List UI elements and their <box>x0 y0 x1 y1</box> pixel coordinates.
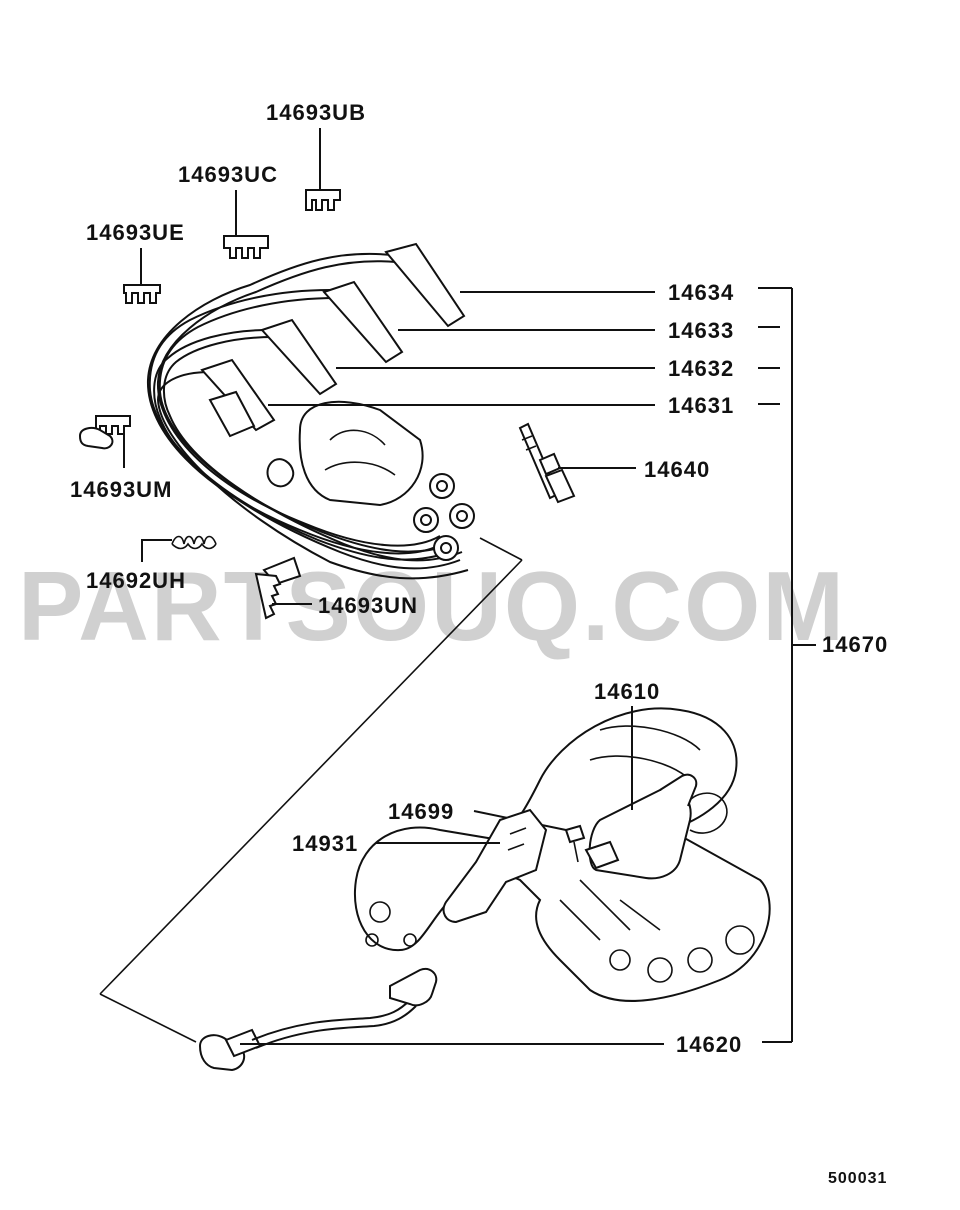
label-14620: 14620 <box>676 1032 742 1057</box>
bracket-14931-illustration <box>376 808 548 924</box>
assembly-bracket-14670 <box>758 287 816 1043</box>
label-14632: 14632 <box>668 356 734 381</box>
label-14693uc: 14693UC <box>178 162 278 187</box>
relation-lines <box>99 537 523 1043</box>
label-14610: 14610 <box>594 679 660 704</box>
clamp-14692uh-illustration <box>141 535 217 562</box>
bracket-14693un-illustration <box>254 556 312 620</box>
diagram-code: 500031 <box>828 1170 887 1187</box>
ignition-cable-14620-illustration <box>198 968 664 1072</box>
spark-plug-illustration <box>518 422 636 504</box>
clamp-14693ub-illustration <box>305 128 341 211</box>
label-14699: 14699 <box>388 799 454 824</box>
ignition-coil-illustration <box>584 706 728 880</box>
clamp-14693um-illustration <box>78 415 131 468</box>
clamp-14693uc-illustration <box>223 190 269 259</box>
label-14931: 14931 <box>292 831 358 856</box>
label-14670: 14670 <box>822 632 888 657</box>
intake-manifold-illustration <box>353 707 771 1002</box>
clamp-14693ue-illustration <box>123 248 161 304</box>
label-14633: 14633 <box>668 318 734 343</box>
label-14693ue: 14693UE <box>86 220 185 245</box>
watermark: PARTSOUQ.COM <box>18 551 846 661</box>
spark-plug-cables-illustration <box>146 242 475 580</box>
label-14692uh: 14692UH <box>86 568 186 593</box>
label-14634: 14634 <box>668 280 734 305</box>
label-14693ub: 14693UB <box>266 100 366 125</box>
distributor-illustration <box>208 390 424 507</box>
label-14640: 14640 <box>644 457 710 482</box>
label-14693un: 14693UN <box>318 593 418 618</box>
label-14631: 14631 <box>668 393 734 418</box>
label-14693um: 14693UM <box>70 477 172 502</box>
